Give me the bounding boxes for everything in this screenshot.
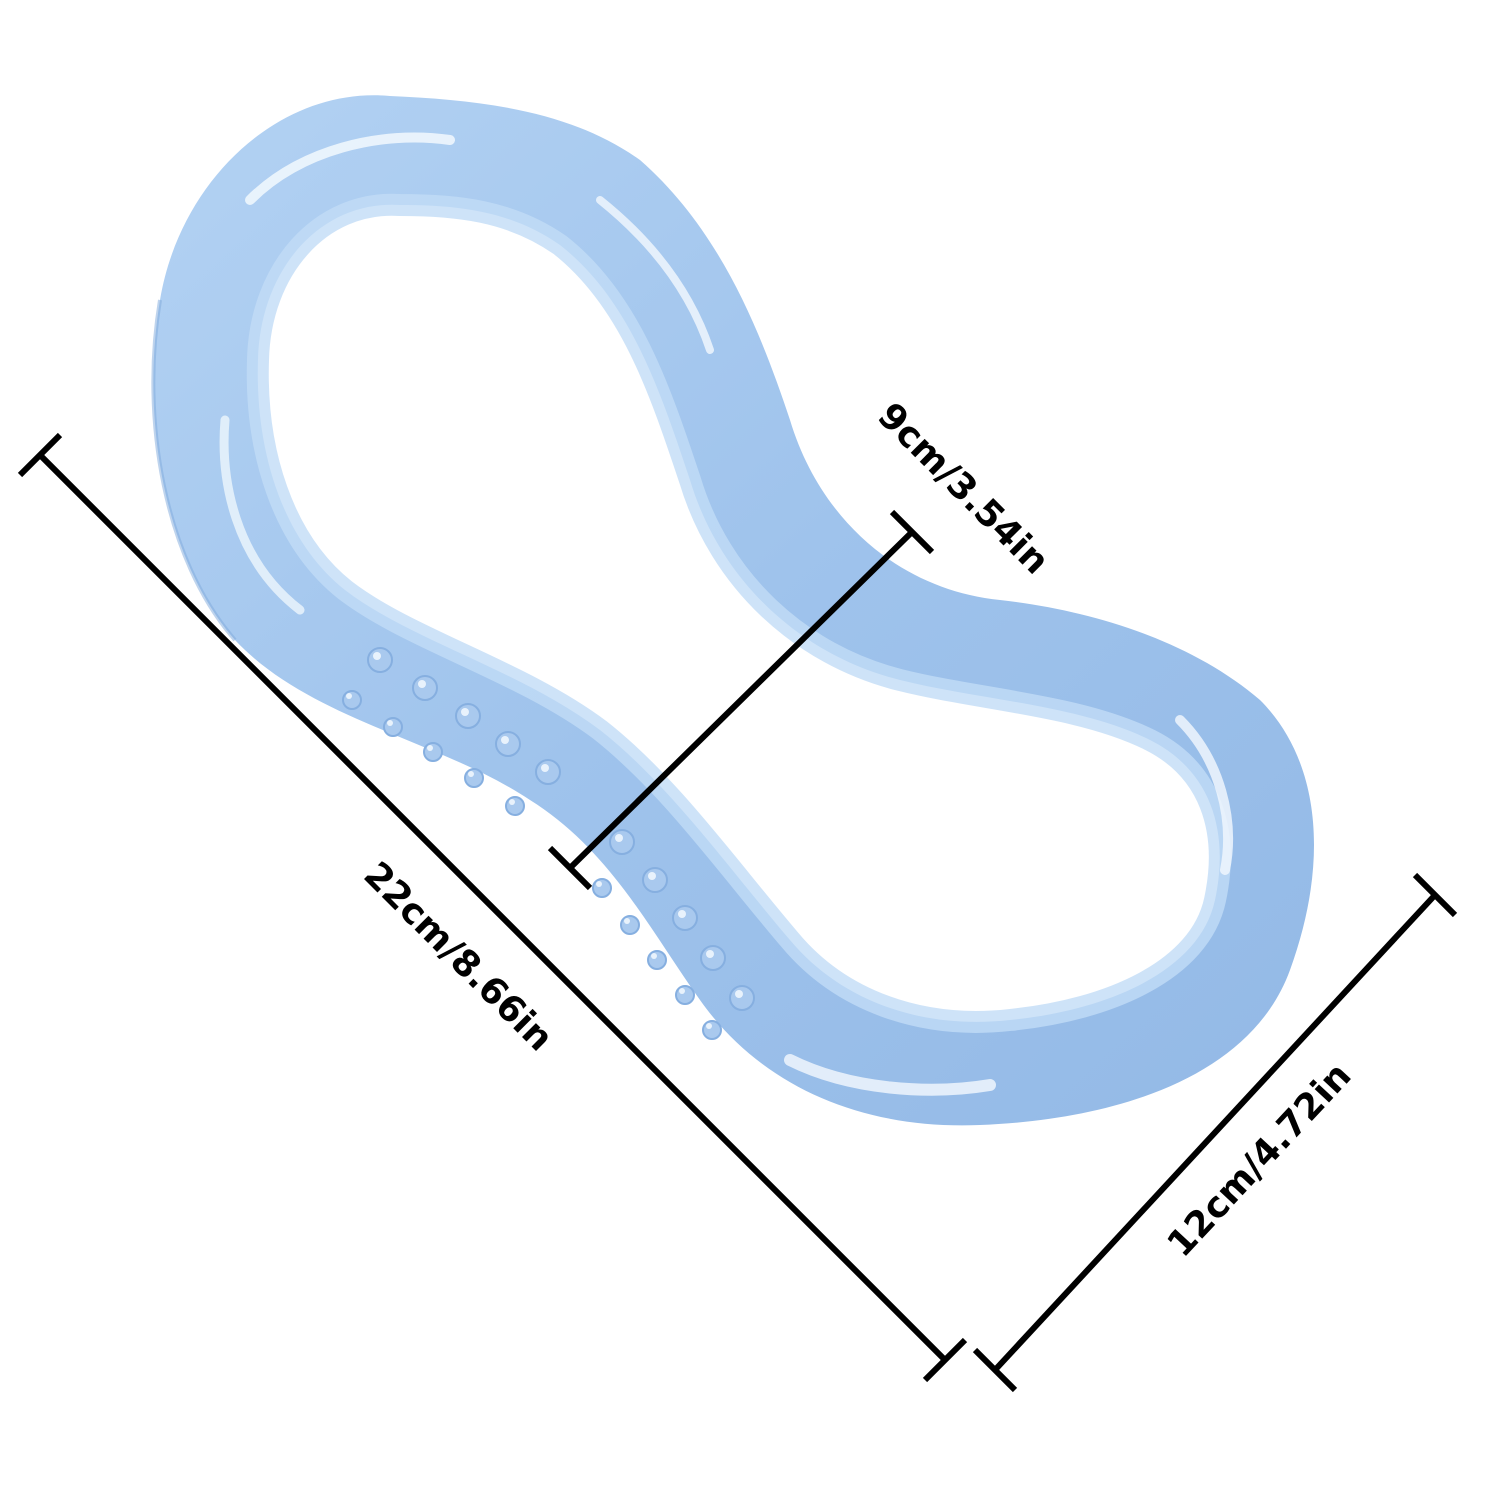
massage-nub [702,1020,722,1040]
massage-nub-highlight [596,881,602,887]
length-dimension-tick-end [922,1337,968,1383]
massage-nub [342,690,362,710]
massage-nub-highlight [418,680,426,688]
massage-nub [505,796,525,816]
yoga-ring-highlight-right [1175,715,1233,875]
massage-nub [535,759,561,785]
massage-nub [647,950,667,970]
massage-nub-highlight [651,953,657,959]
massage-nub [672,905,698,931]
length-dimension-line [37,452,948,1363]
massage-nub-highlight [615,834,623,842]
length-dimension-tick-start [17,432,63,478]
width-dimension-tick-start [972,1347,1018,1393]
massage-nub [423,742,443,762]
width-dimension-tick-end [1412,872,1458,918]
massage-nub-highlight [427,745,433,751]
massage-nub [609,829,635,855]
massage-nub [495,731,521,757]
massage-nub-highlight [706,1023,712,1029]
massage-nub-highlight [387,720,393,726]
waist-dimension-tick-start [547,845,593,891]
yoga-ring-highlight-top-right [596,196,714,354]
yoga-ring-highlight-left [219,415,305,615]
yoga-ring-body [153,95,1314,1126]
massage-nub-highlight [541,764,549,772]
massage-nub-highlight [678,910,686,918]
massage-nub-highlight [706,950,714,958]
massage-nub-highlight [373,652,381,660]
yoga-ring-inner-rim [246,193,1231,1033]
massage-nub-highlight [624,918,630,924]
yoga-ring-shadow-edge [151,299,237,642]
massage-nubs [342,647,755,1040]
yoga-ring [151,95,1314,1126]
massage-nub [592,878,612,898]
waist-label: 9cm/3.54in [869,395,1056,582]
massage-nub [729,985,755,1011]
massage-nub-highlight [509,799,515,805]
yoga-ring-highlight-top [245,132,455,205]
massage-nub-highlight [735,990,743,998]
width-dimension-line [992,892,1438,1373]
length-label: 22cm/8.66in [356,854,561,1059]
massage-nub [383,717,403,737]
massage-nub [620,915,640,935]
massage-nub [700,945,726,971]
massage-nub-highlight [461,708,469,716]
yoga-ring-highlight-bottom [784,1054,996,1096]
massage-nub [367,647,393,673]
massage-nub [642,867,668,893]
massage-nub-highlight [501,736,509,744]
massage-nub-highlight [679,988,685,994]
massage-nub-highlight [648,872,656,880]
waist-dimension-tick-end [889,509,935,555]
massage-nub [412,675,438,701]
massage-nub [455,703,481,729]
massage-nub-highlight [468,771,474,777]
massage-nub [464,768,484,788]
massage-nub [675,985,695,1005]
massage-nub-highlight [346,693,352,699]
waist-dimension-line [567,529,915,871]
